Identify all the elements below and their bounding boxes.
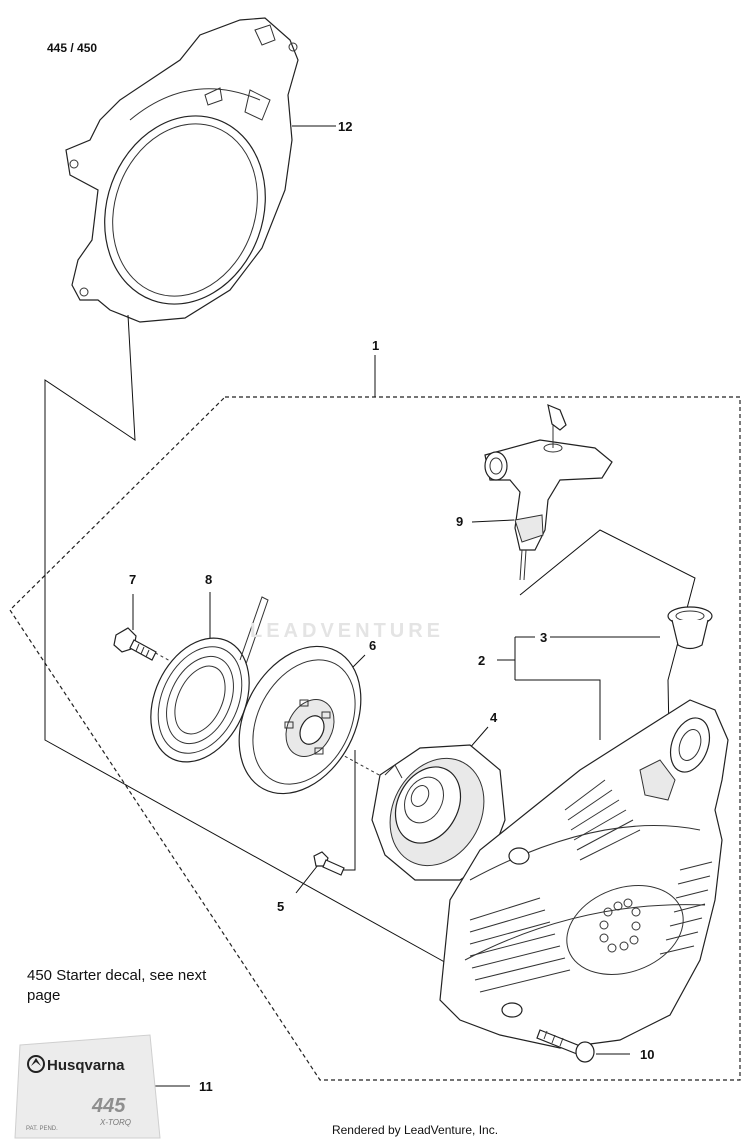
callout-7: 7 [129,572,136,587]
recoil-spring-part [150,596,269,763]
rope-guide-part [667,606,713,650]
bolt-part [113,627,157,661]
callout-9: 9 [456,514,463,529]
callout-8: 8 [205,572,212,587]
starter-assembly-boundary [9,396,741,1081]
callout-5: 5 [277,899,284,914]
spring-cassette-part [371,744,506,881]
callout-2: 2 [478,653,485,668]
callout-10: 10 [640,1047,654,1062]
housing-vents-upper [564,779,641,861]
decal-sub: X-TORQ [99,1118,131,1127]
housing-logo-dots [599,898,641,953]
callout-1: 1 [372,338,379,353]
callout-4: 4 [490,710,498,725]
fan-housing-part [65,17,299,323]
decal-note: 450 Starter decal, see next page [27,967,207,1004]
callout-11: 11 [199,1079,213,1094]
callout-6: 6 [369,638,376,653]
housing-screw-part [536,1029,595,1063]
decal-patent: PAT. PEND. [26,1126,58,1132]
pulley-part [238,645,362,795]
housing-vents-right [659,861,713,955]
decal-model: 445 [91,1095,126,1117]
callout-3: 3 [540,630,547,645]
footer-credit: Rendered by LeadVenture, Inc. [331,1123,499,1137]
screw-part [313,851,345,876]
starter-housing-part [439,699,729,1049]
husqvarna-logo-icon [27,1055,45,1073]
starter-decal-part: Husqvarna 445 X-TORQ PAT. PEND. [14,1034,161,1139]
model-label: 445 / 450 [47,41,97,55]
watermark-text: LEADVENTURE [250,620,445,642]
housing-vents-lower [469,897,571,993]
callout-12: 12 [338,119,352,134]
starter-handle-part [484,404,613,581]
decal-brand: Husqvarna [47,1057,125,1074]
